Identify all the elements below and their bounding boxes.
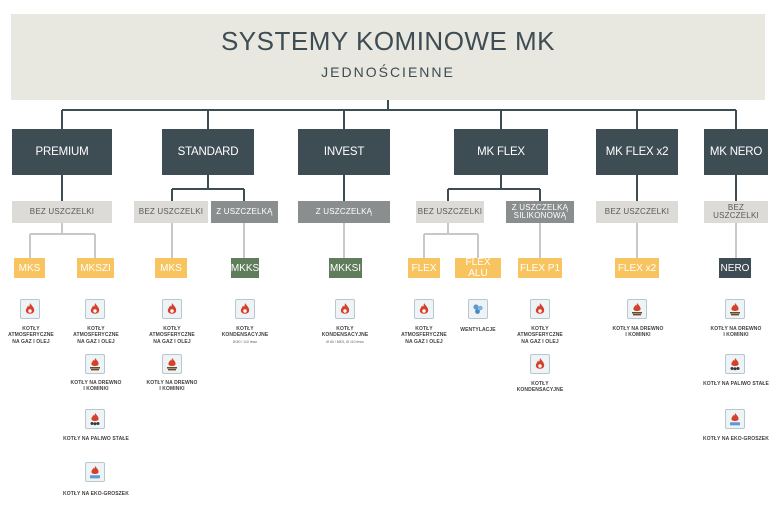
caption-standard-mkks-kond: KOTŁY KONDENSACYJNE	[221, 326, 269, 339]
system-mk-nero: MK NERO	[704, 129, 768, 175]
product-mks: MKS	[14, 258, 45, 278]
flame-icon	[20, 299, 40, 319]
flame-icon	[530, 299, 550, 319]
flame-logs-icon	[627, 299, 647, 319]
seal-mk-flex-z-silikonowa: Z USZCZELKĄ SILIKONOWĄ	[506, 201, 574, 223]
product-mkks: MKKS	[231, 258, 259, 278]
caption-standard-mks-drewno: KOTŁY NA DREWNO I KOMINKI	[146, 380, 198, 393]
caption-premium-mkszi-atm: KOTŁY ATMOSFERYCZNE NA GAZ I OLEJ	[73, 326, 119, 345]
flame-eco-icon	[725, 409, 745, 429]
flame-icon	[235, 299, 255, 319]
seal-standard-z: Z USZCZELKĄ	[211, 201, 278, 223]
system-mk-flex: MK FLEX	[454, 129, 548, 175]
product-flex-x2: FLEX x2	[615, 258, 659, 278]
flame-icon	[85, 299, 105, 319]
flame-icon	[530, 354, 550, 374]
seal-mk-flex-x2-bez: BEZ USZCZELKI	[596, 201, 678, 223]
ventilation-icon	[468, 299, 488, 319]
caption-nero-eko: KOTŁY NA EKO-GROSZEK	[703, 436, 769, 442]
caption-flex-p1-kond: KOTŁY KONDENSACYJNE	[516, 381, 564, 394]
caption-flex-x2-drewno: KOTŁY NA DREWNO I KOMINKI	[612, 326, 664, 339]
product-nero: NERO	[719, 258, 751, 278]
product-mkszi: MKSZI	[77, 258, 114, 278]
seal-premium-bez: BEZ USZCZELKI	[12, 201, 112, 223]
system-mk-flex-x2: MK FLEX x2	[596, 129, 678, 175]
seal-standard-bez: BEZ USZCZELKI	[134, 201, 208, 223]
caption-flex-alu-went: WENTYLACJE	[460, 327, 496, 333]
flame-icon	[335, 299, 355, 319]
product-flex-p1: FLEX P1	[518, 258, 562, 278]
caption-standard-mks-atm: KOTŁY ATMOSFERYCZNE NA GAZ I OLEJ	[149, 326, 195, 345]
caption-invest-mkksi-kond: KOTŁY KONDENSACYJNE	[321, 326, 369, 339]
flame-coal-icon	[85, 409, 105, 429]
seal-mk-nero-bez: BEZ USZCZELKI	[704, 201, 768, 223]
caption-invest-mkksi-note: Ø 60 / MKS, Ø 110 lewo	[326, 340, 364, 344]
product-flex: FLEX	[408, 258, 440, 278]
product-flex-alu: FLEX ALU	[455, 257, 501, 279]
caption-flex-atm: KOTŁY ATMOSFERYCZNE NA GAZ I OLEJ	[401, 326, 447, 345]
product-mkksi: MKKSI	[329, 258, 362, 278]
system-invest: INVEST	[298, 129, 390, 175]
caption-nero-drewno: KOTŁY NA DREWNO I KOMINKI	[710, 326, 762, 339]
page-title: SYSTEMY KOMINOWE MK	[220, 26, 556, 56]
caption-premium-mkszi-drewno: KOTŁY NA DREWNO I KOMINKI	[70, 380, 122, 393]
caption-flex-p1-atm: KOTŁY ATMOSFERYCZNE NA GAZ I OLEJ	[517, 326, 563, 345]
caption-premium-mkszi-eko: KOTŁY NA EKO-GROSZEK	[63, 491, 129, 497]
system-premium: PREMIUM	[12, 129, 112, 175]
flame-eco-icon	[85, 462, 105, 482]
seal-mk-flex-bez: BEZ USZCZELKI	[416, 201, 484, 223]
system-standard: STANDARD	[162, 129, 254, 175]
flame-icon	[414, 299, 434, 319]
flame-logs-icon	[725, 299, 745, 319]
seal-invest-z: Z USZCZELKĄ	[298, 201, 390, 223]
flame-logs-icon	[85, 354, 105, 374]
caption-standard-mkks-note: Ø 80 / 110 lewo	[232, 340, 258, 344]
header-banner: SYSTEMY KOMINOWE MK JEDNOŚCIENNE	[11, 14, 765, 100]
caption-premium-mks-atm: KOTŁY ATMOSFERYCZNE NA GAZ I OLEJ	[8, 326, 54, 345]
caption-nero-paliwo: KOTŁY NA PALIWO STAŁE	[703, 381, 769, 387]
caption-premium-mkszi-paliwo: KOTŁY NA PALIWO STAŁE	[63, 436, 129, 442]
page-subtitle: JEDNOŚCIENNE	[321, 64, 455, 80]
flame-logs-icon	[162, 354, 182, 374]
flame-icon	[162, 299, 182, 319]
product-mks-standard: MKS	[155, 258, 187, 278]
flame-coal-icon	[725, 354, 745, 374]
